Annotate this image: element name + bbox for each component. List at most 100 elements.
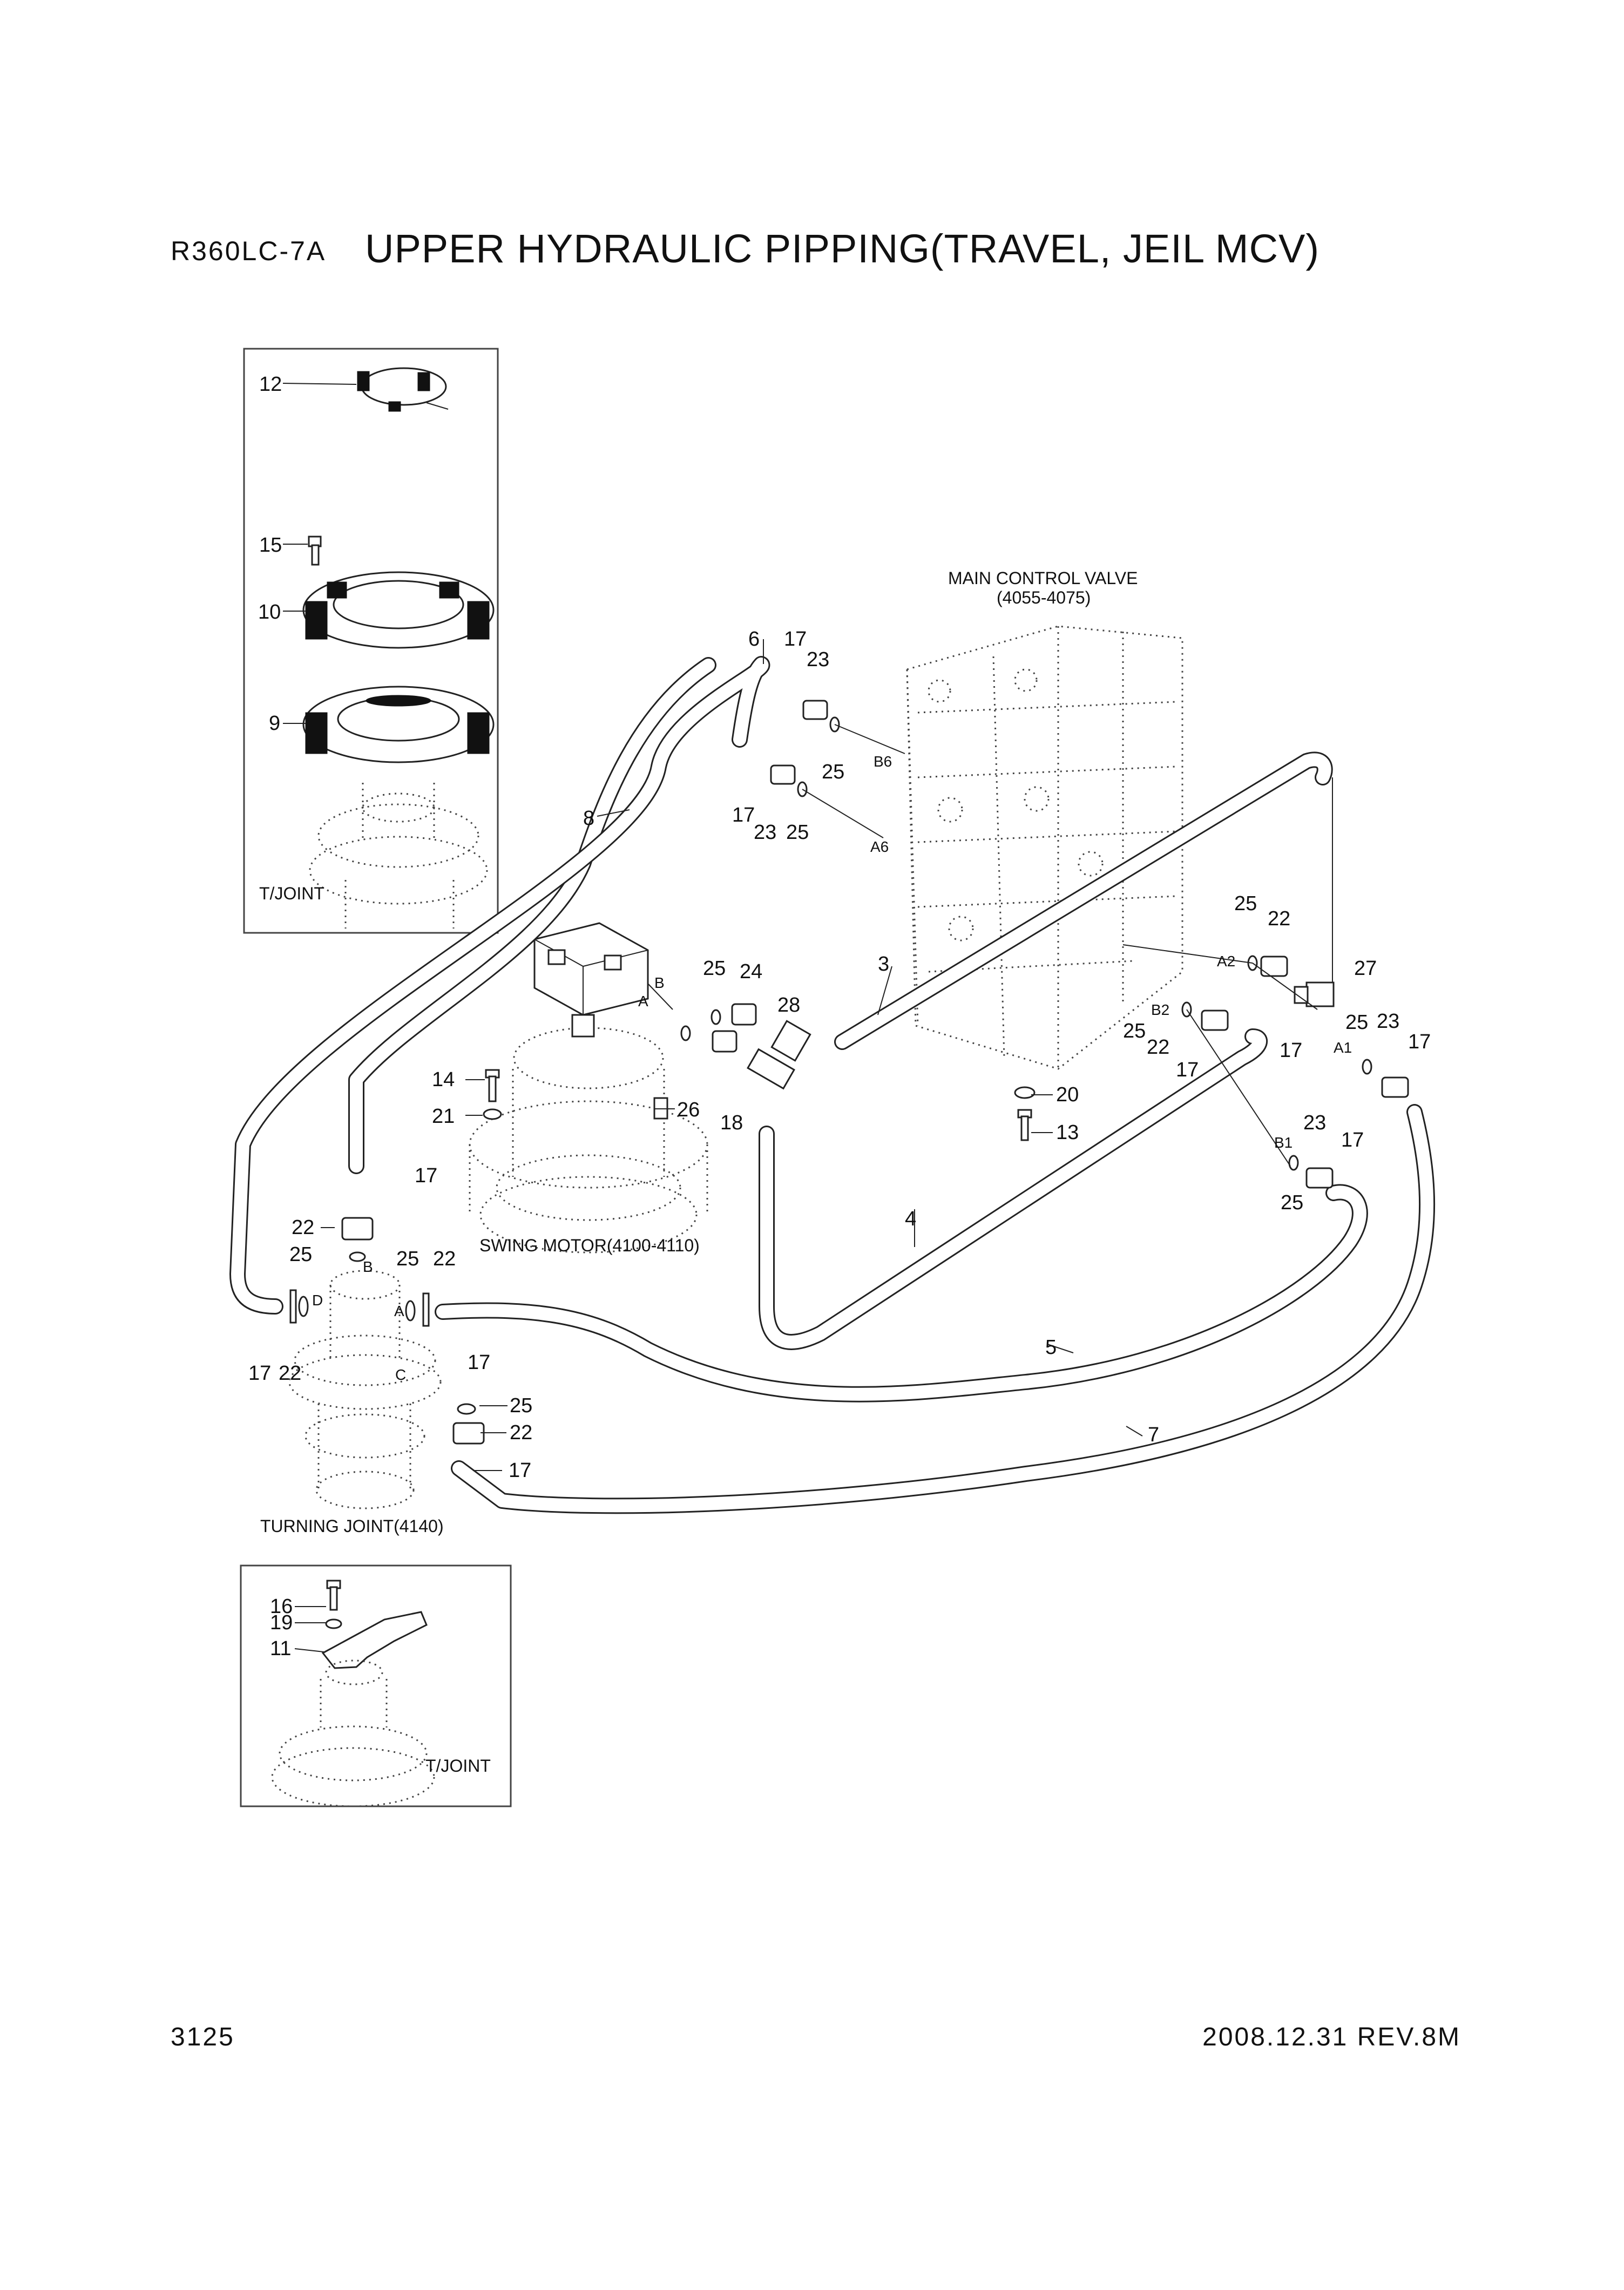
callout: 19	[270, 1611, 293, 1634]
washer-part-19	[325, 1618, 342, 1629]
swing-callouts: 25 24 28 18 14 21 26 20 13	[432, 957, 1079, 1144]
hose-8	[348, 657, 716, 1174]
callout: 17	[248, 1362, 271, 1385]
port-label: A	[394, 1303, 404, 1319]
port-label: B1	[1274, 1134, 1293, 1151]
hose-4	[759, 1028, 1268, 1350]
hose-5	[435, 1184, 1368, 1403]
main-control-valve-label: MAIN CONTROL VALVE	[948, 568, 1138, 588]
main-control-valve-code: (4055-4075)	[997, 588, 1091, 607]
callout: 8	[583, 807, 594, 830]
bolt-part-15	[308, 536, 322, 566]
fitting-27	[1294, 981, 1335, 1007]
callout: 17	[784, 628, 807, 651]
joint-callouts: 17 22 25 25 22 17 22 17 25 22 17	[248, 1164, 532, 1482]
callout: 4	[905, 1208, 916, 1230]
callout: 17	[1176, 1059, 1199, 1081]
callout: 7	[1148, 1424, 1159, 1446]
port-label: B	[363, 1258, 373, 1275]
hose-6	[229, 656, 770, 1315]
callout: 25	[1281, 1191, 1303, 1214]
callout: 25	[786, 821, 809, 844]
port-label: A1	[1334, 1039, 1352, 1056]
callout: 6	[748, 628, 760, 651]
callout: 14	[432, 1068, 455, 1091]
callout: 22	[292, 1216, 314, 1239]
callout: 16	[270, 1595, 293, 1618]
bolt-part-16	[326, 1580, 341, 1611]
callout: 25	[510, 1394, 532, 1417]
callout: 13	[1056, 1121, 1079, 1144]
callout: 22	[1147, 1036, 1169, 1059]
inset-bottom-callouts: 16 19 11	[270, 1595, 293, 1660]
callout: 25	[1345, 1011, 1368, 1034]
washer-21	[483, 1108, 502, 1120]
callout: 21	[432, 1105, 455, 1128]
split-flanges	[289, 700, 1409, 1445]
mcv-right-callouts: 25 22 27 17 25 23 17 25 22 17 23 17 25	[1123, 892, 1431, 1214]
callout: 25	[1123, 1020, 1146, 1042]
model-number: R360LC-7A	[171, 236, 327, 266]
callout: 17	[468, 1351, 490, 1374]
washer-20	[1014, 1086, 1036, 1099]
tjoint-label-bottom: T/JOINT	[425, 1756, 491, 1776]
callout: 22	[1268, 907, 1290, 930]
callout: 22	[433, 1248, 456, 1270]
callout: 24	[740, 960, 762, 983]
port-label: B	[654, 974, 665, 991]
lock-plate-part-11	[321, 1611, 428, 1669]
callout: 10	[258, 601, 281, 624]
port-labels: A B A B C D A1 A2 A6 B1 B2 B6	[312, 753, 1352, 1383]
callout: 25	[822, 761, 844, 783]
fitting-28	[747, 1020, 811, 1090]
hose-3	[834, 751, 1333, 1050]
port-label: C	[395, 1366, 406, 1383]
main-control-valve-ghost	[906, 625, 1183, 1070]
swing-motor-ghost	[469, 1027, 708, 1254]
callout: 28	[777, 994, 800, 1017]
callout: 17	[1280, 1039, 1302, 1062]
page-title: UPPER HYDRAULIC PIPPING(TRAVEL, JEIL MCV…	[365, 226, 1320, 271]
inset-top-frame	[243, 348, 499, 934]
leader-lines	[282, 383, 1333, 1652]
callout: 3	[878, 953, 889, 975]
callout: 25	[396, 1248, 419, 1270]
callout: 26	[677, 1099, 700, 1121]
callout: 5	[1045, 1336, 1057, 1359]
port-label: A	[638, 993, 648, 1010]
port-label: B2	[1151, 1001, 1169, 1018]
callout: 25	[289, 1243, 312, 1266]
plate-part-9	[302, 686, 495, 763]
page-number: 3125	[171, 2023, 235, 2051]
turning-joint-ghost-top	[309, 783, 488, 929]
callout: 15	[259, 534, 282, 557]
callout: 23	[807, 648, 829, 671]
callout: 22	[510, 1421, 532, 1444]
callout: 23	[1377, 1010, 1399, 1033]
swing-motor-valve-block	[533, 922, 649, 1038]
callout: 25	[1234, 892, 1257, 915]
port-label: D	[312, 1292, 323, 1309]
turning-joint-ghost-main	[288, 1270, 442, 1509]
bolt-14	[485, 1069, 500, 1102]
port-label: A2	[1217, 953, 1235, 970]
callout: 22	[279, 1362, 301, 1385]
callout: 17	[1408, 1031, 1431, 1053]
callout: 17	[509, 1459, 531, 1482]
callout: 17	[1341, 1129, 1364, 1151]
callout: 20	[1056, 1083, 1079, 1106]
turning-joint-label: TURNING JOINT(4140)	[260, 1516, 444, 1536]
clamp-part-12	[357, 367, 449, 412]
callout: 18	[720, 1112, 743, 1134]
hose-callouts: 3 4 5 6 7 8	[583, 628, 1159, 1446]
callout: 9	[269, 712, 280, 735]
callout: 23	[754, 821, 776, 844]
inset-top-callouts: 12 15 10 9	[258, 373, 282, 735]
turning-joint-ghost-bottom	[271, 1659, 435, 1807]
inset-bottom-frame	[240, 1564, 512, 1807]
callout: 12	[259, 373, 282, 396]
hose-7	[451, 1104, 1436, 1514]
port-label: B6	[874, 753, 892, 770]
port-label: A6	[870, 838, 889, 855]
